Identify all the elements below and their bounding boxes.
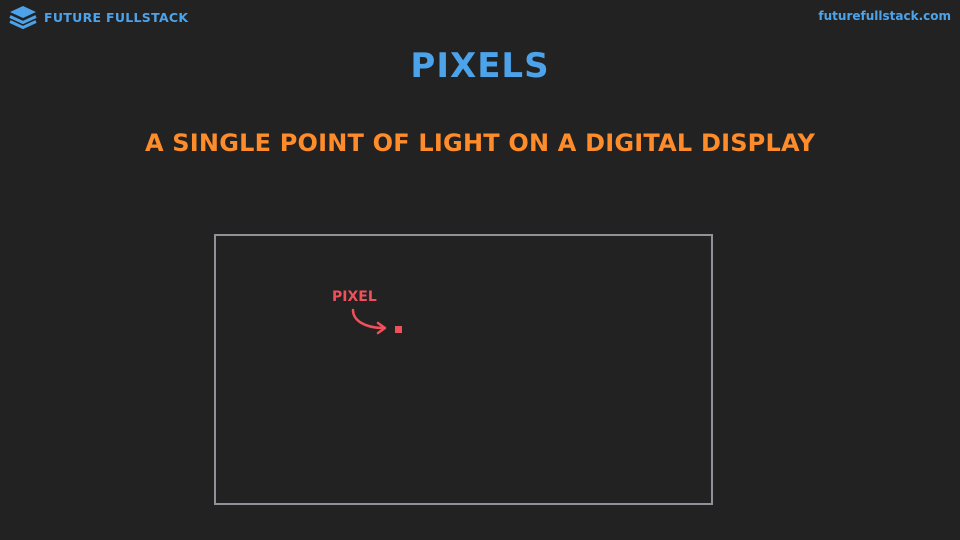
- brand-header: FUTURE FULLSTACK: [8, 4, 188, 30]
- pixel-dot: [395, 326, 402, 333]
- site-url-link[interactable]: futurefullstack.com: [818, 9, 951, 23]
- pixel-arrow-icon: [351, 308, 387, 335]
- slide-subtitle: A SINGLE POINT OF LIGHT ON A DIGITAL DIS…: [144, 129, 816, 157]
- pixel-label: PIXEL: [332, 289, 377, 305]
- brand-name: FUTURE FULLSTACK: [44, 9, 189, 25]
- digital-display-frame: [214, 234, 713, 505]
- slide-title: PIXELS: [410, 46, 550, 86]
- stacked-layers-icon: [9, 6, 37, 29]
